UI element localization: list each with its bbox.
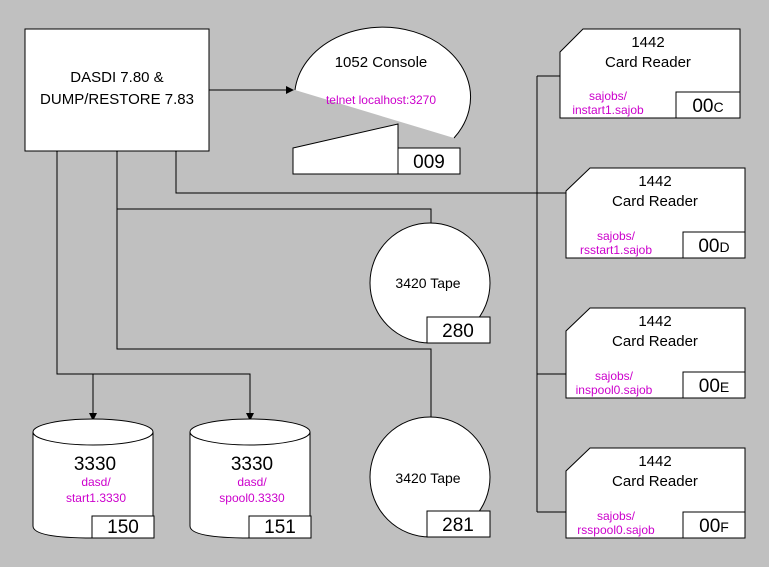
card-reader-model: 1442: [638, 313, 671, 330]
disk-address: 150: [107, 517, 139, 538]
card-reader-address-box: [682, 371, 746, 399]
console-display: [294, 26, 472, 139]
card-reader-path-file: inspool0.sajob: [576, 383, 653, 397]
card-reader-type: Card Reader: [605, 54, 691, 71]
card-reader-address: 00D: [698, 236, 729, 257]
tape-address-box: [426, 510, 491, 538]
card-reader-type: Card Reader: [612, 193, 698, 210]
disk-cylinder-top: [32, 418, 154, 446]
host-title-line1: DASDI 7.80 &: [70, 69, 163, 86]
disk-drive-150: 3330 dasd/ start1.3330 150: [32, 418, 155, 539]
disk-path-file: start1.3330: [66, 491, 126, 505]
card-reader-model: 1442: [631, 34, 664, 51]
disk-path-dir: dasd/: [81, 475, 111, 489]
tape-label: 3420 Tape: [395, 275, 460, 291]
card-reader-00e: 1442 Card Reader sajobs/ inspool0.sajob …: [565, 307, 746, 399]
card-reader-type: Card Reader: [612, 333, 698, 350]
host-title-line2: DUMP/RESTORE 7.83: [40, 91, 194, 108]
card-reader-model: 1442: [638, 453, 671, 470]
host-system: DASDI 7.80 & DUMP/RESTORE 7.83: [24, 28, 210, 152]
card-reader-path-file: rsstart1.sajob: [580, 243, 652, 257]
connections: [53, 75, 566, 513]
tape-address: 281: [442, 515, 474, 536]
card-reader-address-box: [682, 511, 746, 539]
disk-address-box: [248, 515, 312, 539]
card-reader-address-box: [682, 231, 746, 259]
card-reader-address-box: [675, 91, 741, 119]
card-reader-type: Card Reader: [612, 473, 698, 490]
tape-address-box: [426, 316, 491, 344]
card-reader-path-dir: sajobs/: [589, 89, 628, 103]
console-title: 1052 Console: [335, 54, 428, 71]
disk-address: 151: [264, 517, 296, 538]
card-reader-path-file: rsspool0.sajob: [577, 523, 655, 537]
tape-drive-280: 3420 Tape 280: [369, 222, 491, 344]
card-reader-00d: 1442 Card Reader sajobs/ rsstart1.sajob …: [565, 167, 746, 259]
card-reader-address: 00E: [699, 376, 729, 397]
tape-drive-281: 3420 Tape 281: [369, 416, 491, 538]
card-reader-address: 00F: [699, 516, 729, 537]
card-reader-path-dir: sajobs/: [597, 229, 636, 243]
tape-label: 3420 Tape: [395, 470, 460, 486]
host-box: [24, 28, 210, 152]
card-reader-model: 1442: [638, 173, 671, 190]
disk-151-link: [53, 145, 254, 421]
card-reader-address: 00C: [692, 96, 723, 117]
disk-cylinder-top: [189, 418, 311, 446]
disk-path-file: spool0.3330: [219, 491, 285, 505]
console-keyboard: [292, 123, 399, 175]
card-reader-path-file: instart1.sajob: [572, 103, 644, 117]
card-reader-path-dir: sajobs/: [597, 509, 636, 523]
console-address-box: [397, 147, 461, 175]
disk-path-dir: dasd/: [237, 475, 267, 489]
console-address: 009: [413, 152, 445, 173]
console-device: 1052 Console telnet localhost:3270 009: [292, 26, 472, 175]
card-reader-00f: 1442 Card Reader sajobs/ rsspool0.sajob …: [565, 447, 746, 539]
tape-address: 280: [442, 321, 474, 342]
disk-address-box: [91, 515, 155, 539]
disk-drive-151: 3330 dasd/ spool0.3330 151: [189, 418, 312, 539]
console-connection: telnet localhost:3270: [326, 93, 436, 107]
disk-model: 3330: [231, 454, 273, 475]
card-reader-path-dir: sajobs/: [595, 369, 634, 383]
card-reader-00c: 1442 Card Reader sajobs/ instart1.sajob …: [559, 28, 741, 119]
disk-model: 3330: [74, 454, 116, 475]
